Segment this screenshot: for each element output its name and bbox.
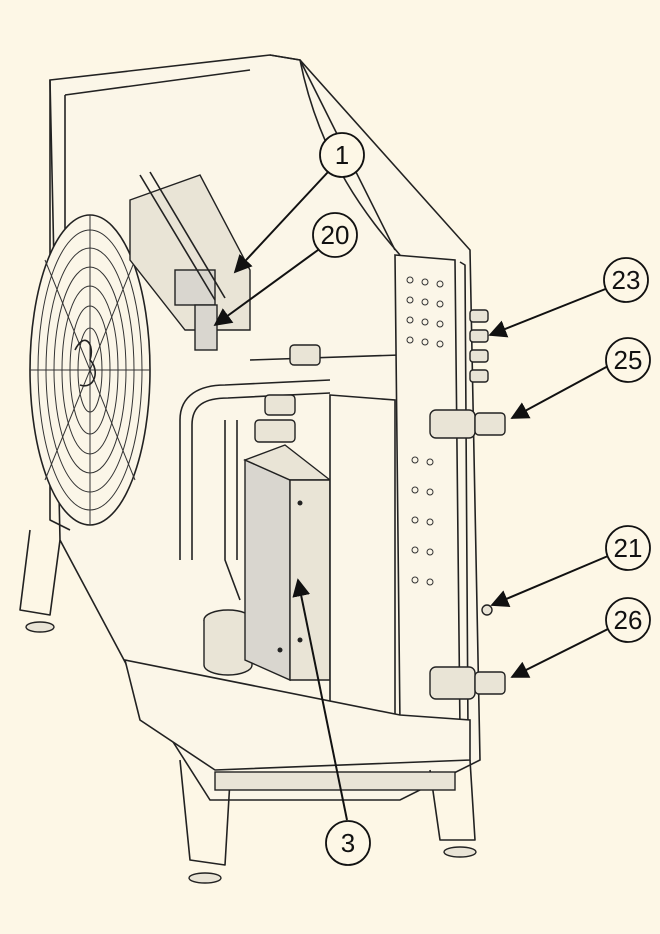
leader-21 <box>490 555 609 607</box>
compressor <box>203 609 253 676</box>
leader-3 <box>292 578 348 821</box>
leader-1 <box>233 171 329 274</box>
leader-23 <box>488 287 609 338</box>
callout-3-label: 3 <box>341 828 355 858</box>
fan-guard <box>29 214 151 526</box>
leader-25 <box>510 364 611 419</box>
callout-26: 26 <box>605 597 651 643</box>
callout-20-label: 20 <box>321 220 350 250</box>
callout-21-label: 21 <box>614 533 643 563</box>
piping <box>179 344 421 601</box>
control-box <box>243 444 333 682</box>
hydraulic-panel <box>329 254 506 733</box>
callout-25-label: 25 <box>614 345 643 375</box>
callout-26-label: 26 <box>614 605 643 635</box>
callout-23-label: 23 <box>612 265 641 295</box>
callout-25: 25 <box>605 337 651 383</box>
callout-23: 23 <box>603 257 649 303</box>
leader-lines <box>213 171 611 821</box>
leader-26 <box>510 627 611 678</box>
callout-21: 21 <box>605 525 651 571</box>
callout-1-label: 1 <box>335 140 349 170</box>
electrical-box <box>129 171 251 351</box>
callout-3: 3 <box>325 820 371 866</box>
leader-20 <box>213 249 319 327</box>
callout-20: 20 <box>312 212 358 258</box>
base-frame <box>19 529 477 884</box>
callout-1: 1 <box>319 132 365 178</box>
